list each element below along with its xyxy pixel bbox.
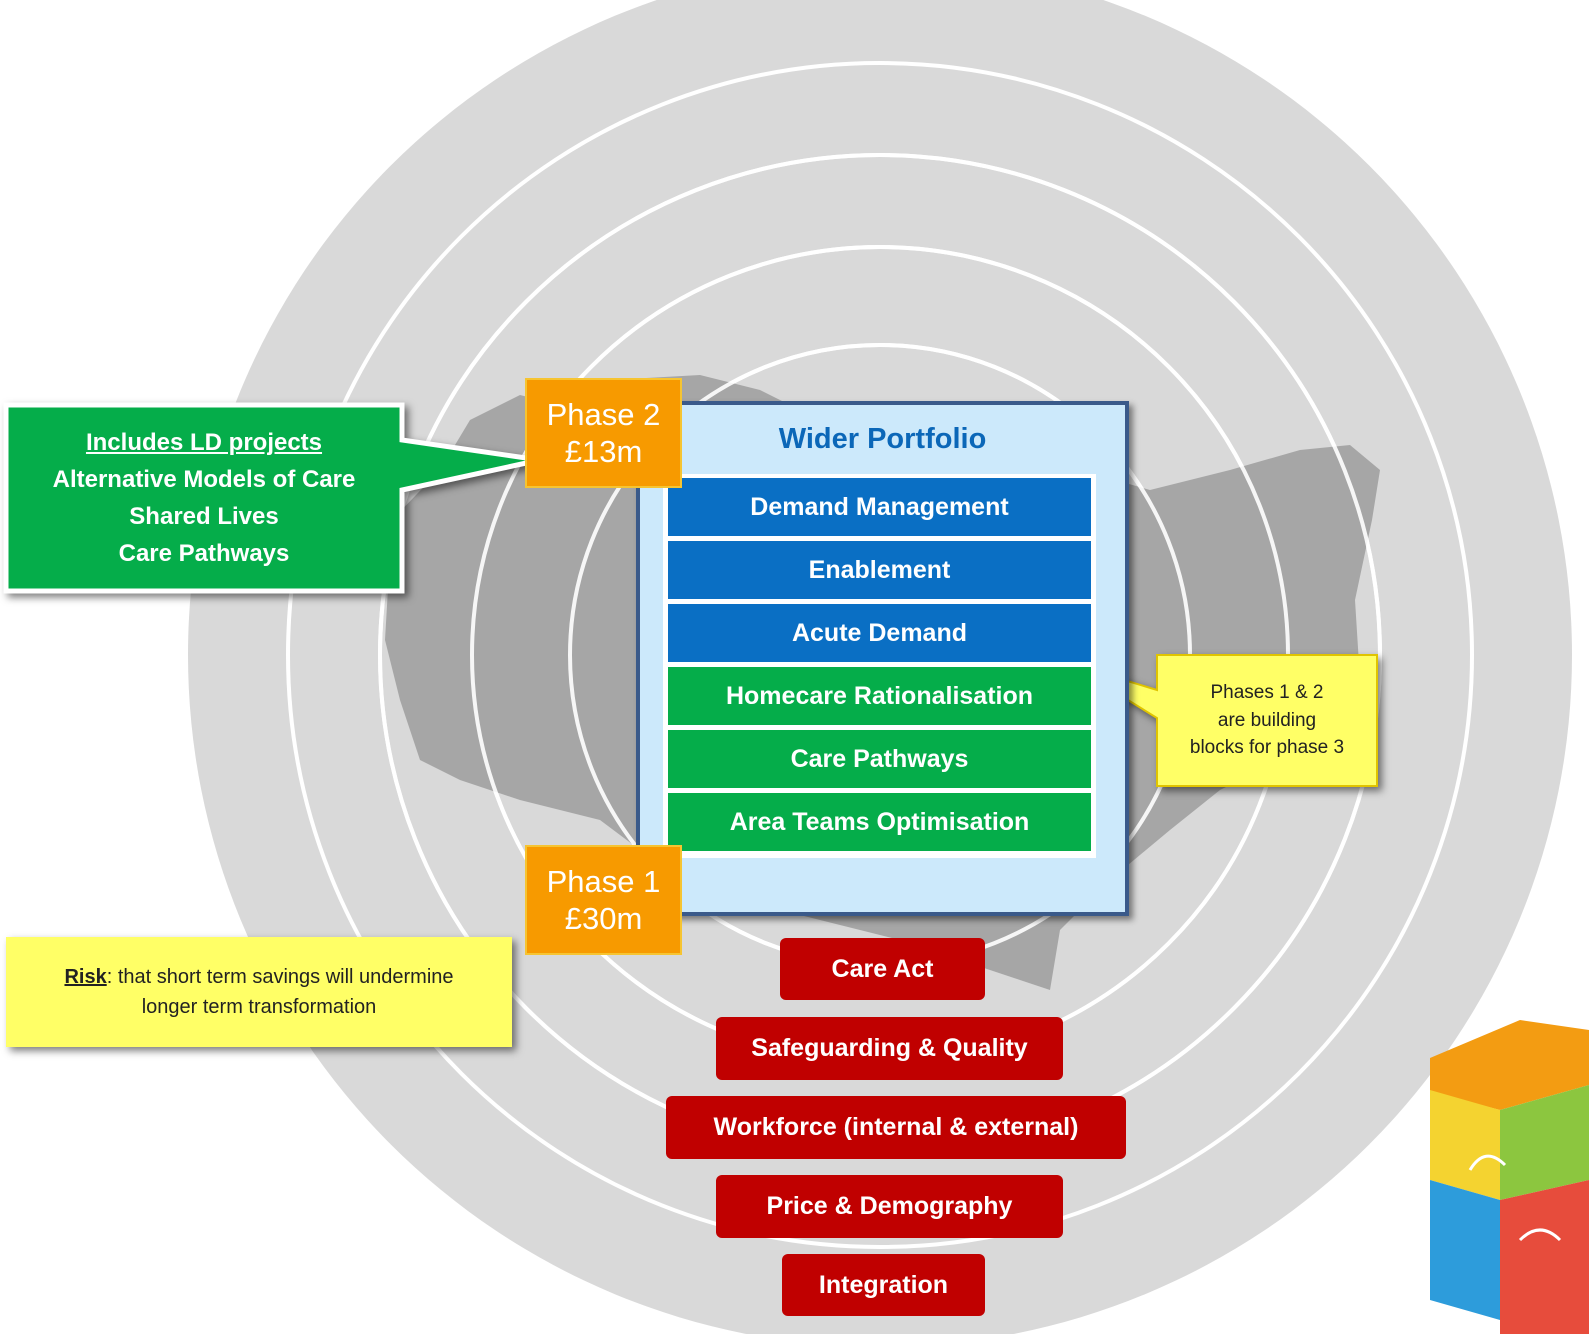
note-shape xyxy=(1067,654,1378,787)
puzzle-cube-image xyxy=(1430,1020,1589,1334)
ring-line-1 xyxy=(286,61,1474,1249)
phase-1-badge: Phase 1 £30m xyxy=(525,845,682,955)
phase-2-badge: Phase 2 £13m xyxy=(525,378,682,488)
enabler-workforce: Workforce (internal & external) xyxy=(666,1096,1126,1159)
enabler-safeguarding-quality: Safeguarding & Quality xyxy=(716,1017,1063,1080)
risk-label: Risk xyxy=(64,966,107,988)
phase-1-value: £30m xyxy=(564,901,643,936)
ld-callout-line: Care Pathways xyxy=(118,540,290,568)
phase-2-value: £13m xyxy=(564,434,643,469)
phase-2-label: Phase 2 xyxy=(546,396,661,432)
risk-line-2: longer term transformation xyxy=(141,996,377,1018)
ld-callout-shape xyxy=(3,402,541,594)
note-line: Phases 1 & 2 xyxy=(1210,682,1324,704)
portfolio-item-demand-management: Demand Management xyxy=(668,478,1091,536)
enabler-integration: Integration xyxy=(782,1254,985,1316)
portfolio-list: Demand Management Enablement Acute Deman… xyxy=(663,474,1096,858)
risk-line-1: Risk: that short term savings will under… xyxy=(6,962,512,992)
wider-portfolio-title: Wider Portfolio xyxy=(778,423,987,455)
portfolio-item-care-pathways: Care Pathways xyxy=(668,730,1091,788)
risk-box-shape xyxy=(6,937,512,1047)
ld-callout-title: Includes LD projects xyxy=(85,428,323,456)
enabler-care-act: Care Act xyxy=(780,938,985,1000)
ld-projects-callout: Includes LD projects Alternative Models … xyxy=(6,405,402,591)
ld-callout-line: Shared Lives xyxy=(129,503,279,530)
note-line: are building xyxy=(1217,709,1317,731)
note-line: blocks for phase 3 xyxy=(1189,737,1345,759)
portfolio-item-homecare-rationalisation: Homecare Rationalisation xyxy=(668,667,1091,725)
risk-note: Risk: that short term savings will under… xyxy=(6,937,512,1047)
phase-1-label: Phase 1 xyxy=(546,863,661,899)
ld-callout-line: Alternative Models of Care xyxy=(52,465,356,493)
portfolio-item-acute-demand: Acute Demand xyxy=(668,604,1091,662)
building-blocks-note: Phases 1 & 2 are building blocks for pha… xyxy=(1157,655,1377,786)
portfolio-item-area-teams-optimisation: Area Teams Optimisation xyxy=(668,793,1091,851)
risk-text: : that short term savings will undermine xyxy=(106,966,454,988)
enabler-price-demography: Price & Demography xyxy=(716,1175,1063,1238)
portfolio-item-enablement: Enablement xyxy=(668,541,1091,599)
